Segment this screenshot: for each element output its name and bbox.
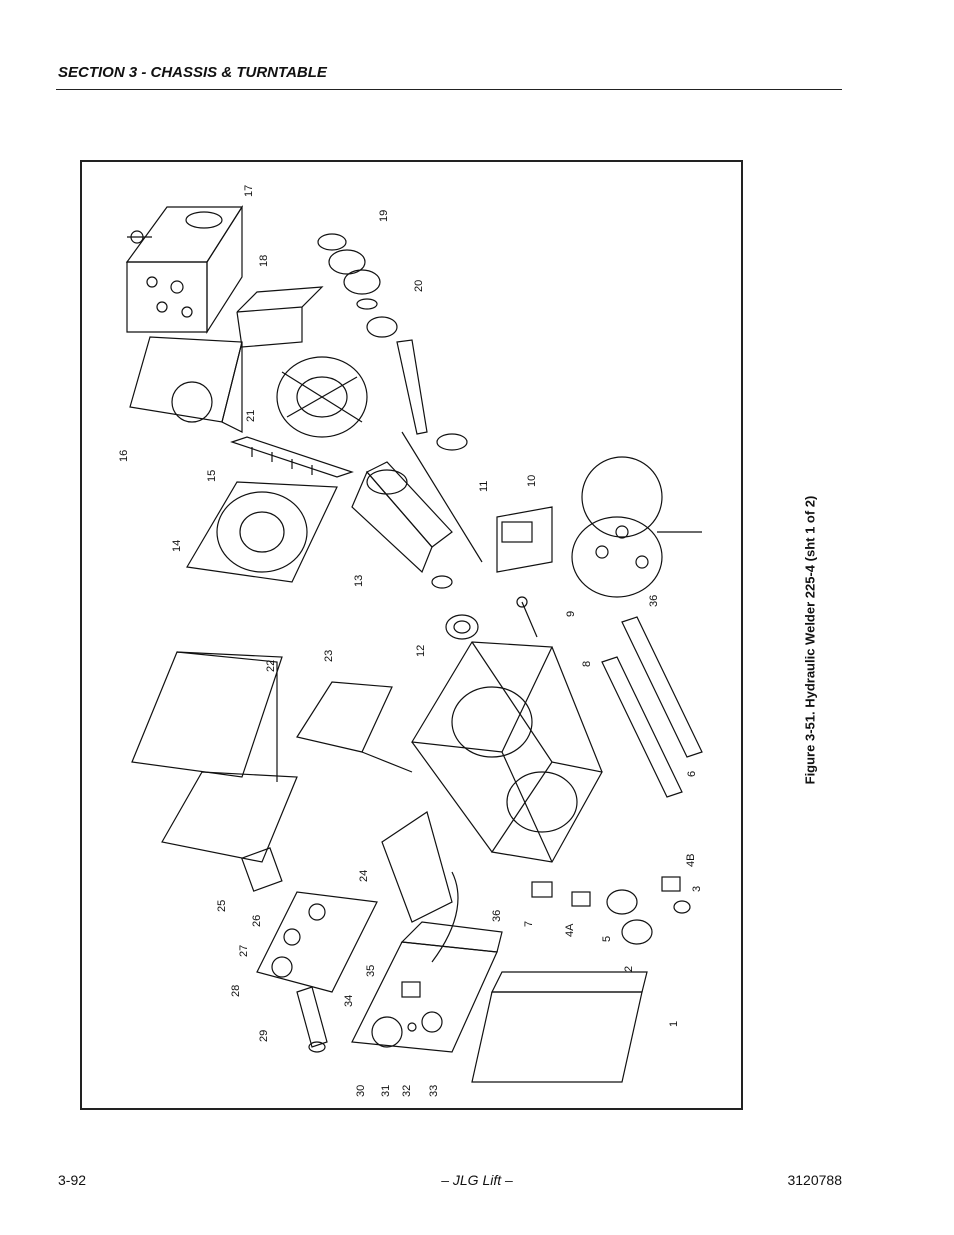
figure-caption: Figure 3-51. Hydraulic Welder 225-4 (sht… xyxy=(802,495,818,785)
document-number: 3120788 xyxy=(787,1172,842,1188)
svg-text:30: 30 xyxy=(355,1085,367,1097)
part-rotor xyxy=(351,461,453,589)
svg-text:12: 12 xyxy=(415,645,427,657)
svg-text:4B: 4B xyxy=(685,854,697,867)
svg-text:33: 33 xyxy=(428,1085,440,1097)
svg-text:19: 19 xyxy=(378,210,390,222)
part-receptacle-box xyxy=(351,921,503,1053)
part-control-panel xyxy=(256,891,378,993)
svg-text:15: 15 xyxy=(206,470,218,482)
svg-text:22: 22 xyxy=(265,660,277,672)
svg-text:4A: 4A xyxy=(564,923,576,937)
section-header: SECTION 3 - CHASSIS & TURNTABLE xyxy=(58,64,327,81)
svg-text:20: 20 xyxy=(413,280,425,292)
part-switch-assembly xyxy=(381,811,453,923)
header-divider xyxy=(56,89,842,90)
svg-text:1: 1 xyxy=(668,1021,680,1027)
part-coupling xyxy=(317,233,381,295)
svg-text:27: 27 xyxy=(238,945,250,957)
part-tie-rod xyxy=(401,431,483,563)
part-rectifier xyxy=(296,681,413,773)
part-stator-frame xyxy=(411,641,603,863)
part-terminal xyxy=(240,847,283,892)
svg-text:10: 10 xyxy=(526,475,538,487)
svg-text:24: 24 xyxy=(358,870,370,882)
svg-text:17: 17 xyxy=(243,185,255,197)
part-cover-plate xyxy=(471,971,648,1083)
part-bearing-shaft xyxy=(356,298,468,451)
svg-text:31: 31 xyxy=(380,1085,392,1097)
svg-text:13: 13 xyxy=(353,575,365,587)
page-number: 3-92 xyxy=(58,1172,87,1188)
part-small-components xyxy=(531,876,691,945)
part-brush-block xyxy=(496,506,553,573)
svg-text:11: 11 xyxy=(478,481,490,492)
svg-text:36: 36 xyxy=(491,910,503,922)
svg-text:34: 34 xyxy=(343,995,355,1007)
exploded-parts-diagram: 17 19 18 20 21 16 15 11 10 14 13 36 9 12… xyxy=(80,160,743,1110)
diagram-drawing: 17 19 18 20 21 16 15 11 10 14 13 36 9 12… xyxy=(118,185,703,1097)
svg-text:18: 18 xyxy=(258,255,270,267)
svg-text:7: 7 xyxy=(523,921,535,927)
svg-text:3: 3 xyxy=(691,886,703,892)
part-heatsink xyxy=(230,436,354,478)
part-shroud xyxy=(129,336,243,433)
footer-brand: – JLG Lift – xyxy=(441,1172,513,1188)
callout-labels: 17 19 18 20 21 16 15 11 10 14 13 36 9 12… xyxy=(118,185,703,1097)
svg-text:23: 23 xyxy=(323,650,335,662)
svg-text:2: 2 xyxy=(623,966,635,972)
svg-text:14: 14 xyxy=(171,540,183,552)
part-end-bell xyxy=(186,481,338,583)
svg-text:8: 8 xyxy=(581,661,593,667)
part-bearing xyxy=(445,614,479,640)
svg-text:28: 28 xyxy=(230,985,242,997)
svg-text:25: 25 xyxy=(216,900,228,912)
figure-caption-container: Figure 3-51. Hydraulic Welder 225-4 (sht… xyxy=(800,480,820,800)
part-adapter-housing xyxy=(571,456,702,598)
svg-text:9: 9 xyxy=(565,611,577,617)
svg-text:16: 16 xyxy=(118,450,130,462)
svg-text:26: 26 xyxy=(251,915,263,927)
part-pump-block xyxy=(125,204,244,335)
svg-text:21: 21 xyxy=(245,410,257,422)
svg-text:36: 36 xyxy=(648,595,660,607)
part-fuse-holder xyxy=(296,986,328,1053)
part-cover xyxy=(131,651,298,863)
part-cable xyxy=(431,871,459,963)
svg-text:5: 5 xyxy=(601,936,613,942)
svg-text:6: 6 xyxy=(686,771,698,777)
svg-text:32: 32 xyxy=(401,1085,413,1097)
part-fan xyxy=(276,356,368,438)
part-skid-plates xyxy=(601,616,703,798)
part-bracket xyxy=(236,286,324,348)
part-stud xyxy=(516,596,538,638)
svg-text:29: 29 xyxy=(258,1030,270,1042)
svg-text:35: 35 xyxy=(365,965,377,977)
